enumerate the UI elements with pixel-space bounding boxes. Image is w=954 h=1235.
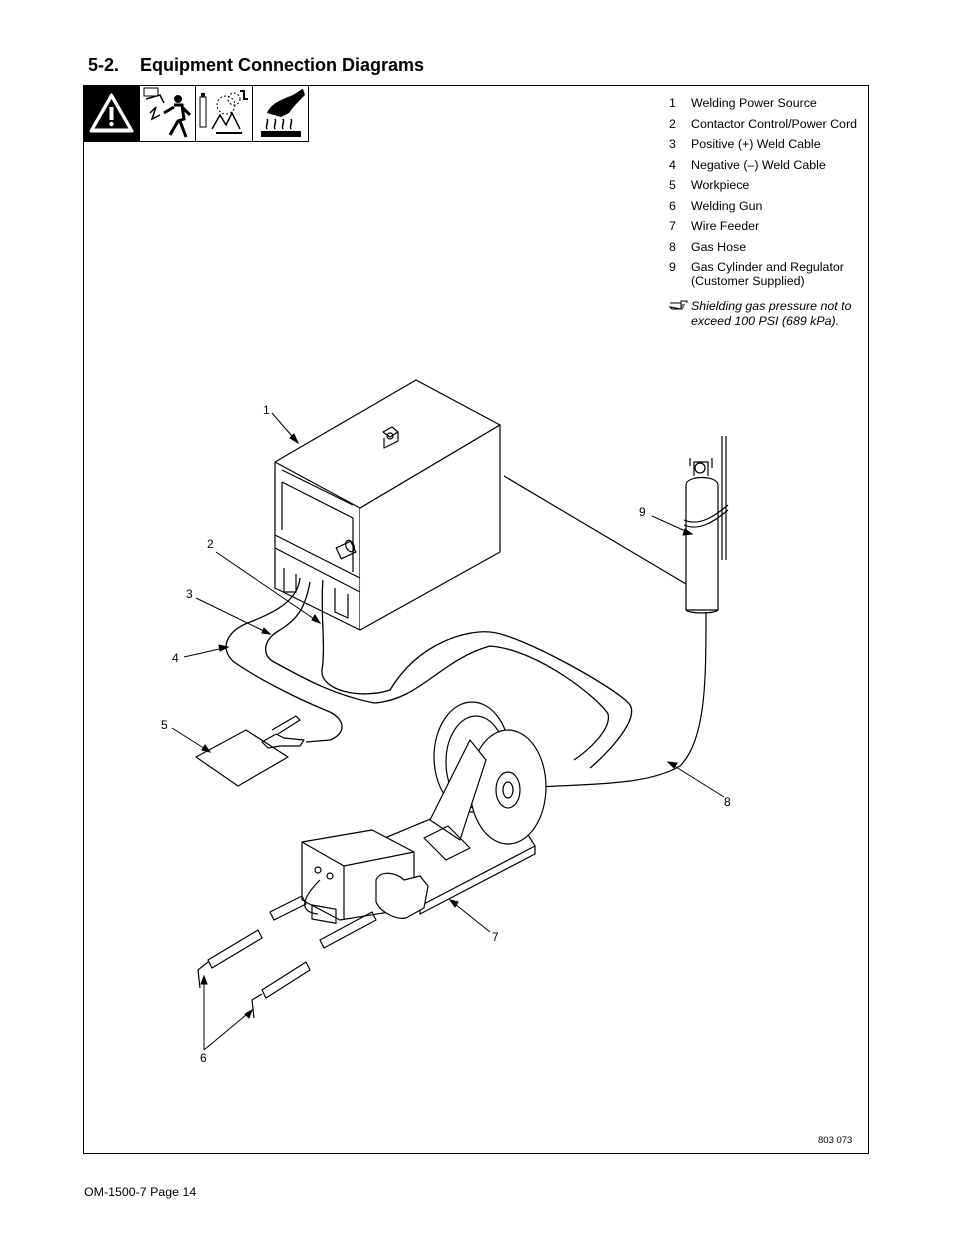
fumes-gases-icon (196, 85, 253, 142)
legend-text: Welding Power Source (691, 96, 817, 110)
legend-number: 7 (669, 219, 676, 233)
section-title: 5-2. Equipment Connection Diagrams (88, 55, 424, 76)
warning-triangle-icon (83, 85, 140, 142)
callout-4: 4 (172, 651, 179, 665)
legend-text: Negative (–) Weld Cable (691, 157, 826, 172)
legend-number: 2 (669, 116, 676, 131)
gas-cylinder (503, 436, 729, 614)
callout-9: 9 (639, 505, 646, 519)
weld-cables (225, 577, 633, 769)
page-footer: OM-1500-7 Page 14 (84, 1185, 197, 1199)
legend-item: 1 Welding Power Source (669, 96, 864, 110)
legend-text: Gas Hose (691, 239, 747, 254)
callout-1: 1 (263, 403, 270, 417)
legend-item: 6 Welding Gun (669, 199, 864, 213)
legend-number: 5 (669, 178, 676, 192)
legend-item: 3 Positive (+) Weld Cable (669, 137, 864, 151)
note-text: Shielding gas pressure not to exceed 100… (691, 299, 852, 328)
welding-power-source (274, 379, 501, 631)
pointing-hand-icon (668, 299, 691, 329)
legend-text: Workpiece (691, 178, 750, 192)
section-title-text: Equipment Connection Diagrams (140, 55, 425, 75)
welding-guns (197, 895, 377, 1019)
hot-parts-icon (253, 85, 309, 142)
diagram-frame (83, 85, 869, 1154)
legend-item: 8 Gas Hose (669, 240, 864, 254)
gas-hose (511, 611, 707, 791)
callout-7: 7 (492, 930, 499, 944)
electric-shock-icon (140, 85, 196, 142)
legend-number: 4 (669, 157, 676, 172)
gas-pressure-note: Shielding gas pressure not to exceed 100… (668, 299, 864, 329)
callout-2: 2 (207, 537, 214, 551)
legend-text: Positive (+) Weld Cable (691, 137, 821, 151)
callout-3: 3 (186, 587, 193, 601)
legend-item: 5 Workpiece (669, 178, 864, 192)
workpiece (195, 715, 305, 787)
section-number: 5-2. (88, 55, 120, 75)
callout-5: 5 (161, 718, 168, 732)
legend-item: 2 Contactor Control/Power Cord (669, 117, 864, 131)
legend-number: 1 (669, 96, 676, 110)
safety-icon-strip (83, 85, 309, 142)
legend-number: 9 (669, 260, 676, 274)
legend-list: 1 Welding Power Source 2 Contactor Control… (669, 96, 864, 295)
callout-6: 6 (200, 1051, 207, 1065)
legend-number: 8 (669, 239, 676, 254)
legend-item: 4 Negative (–) Weld Cable (669, 158, 864, 172)
callout-8: 8 (724, 795, 731, 809)
legend-number: 3 (669, 137, 676, 151)
legend-text: Gas Cylinder and Regulator (Customer Sup… (691, 260, 844, 288)
legend-item: 7 Wire Feeder (669, 219, 864, 233)
legend-text: Contactor Control/Power Cord (691, 116, 857, 131)
legend-text: Wire Feeder (691, 219, 760, 233)
legend-item: 9 Gas Cylinder and Regulator (Customer Su… (669, 260, 864, 288)
callout-leaders (171, 412, 725, 1051)
legend-text: Welding Gun (691, 198, 763, 213)
figure-id: 803 073 (818, 1135, 853, 1146)
wire-feeder (301, 701, 547, 924)
legend-number: 6 (669, 198, 676, 213)
